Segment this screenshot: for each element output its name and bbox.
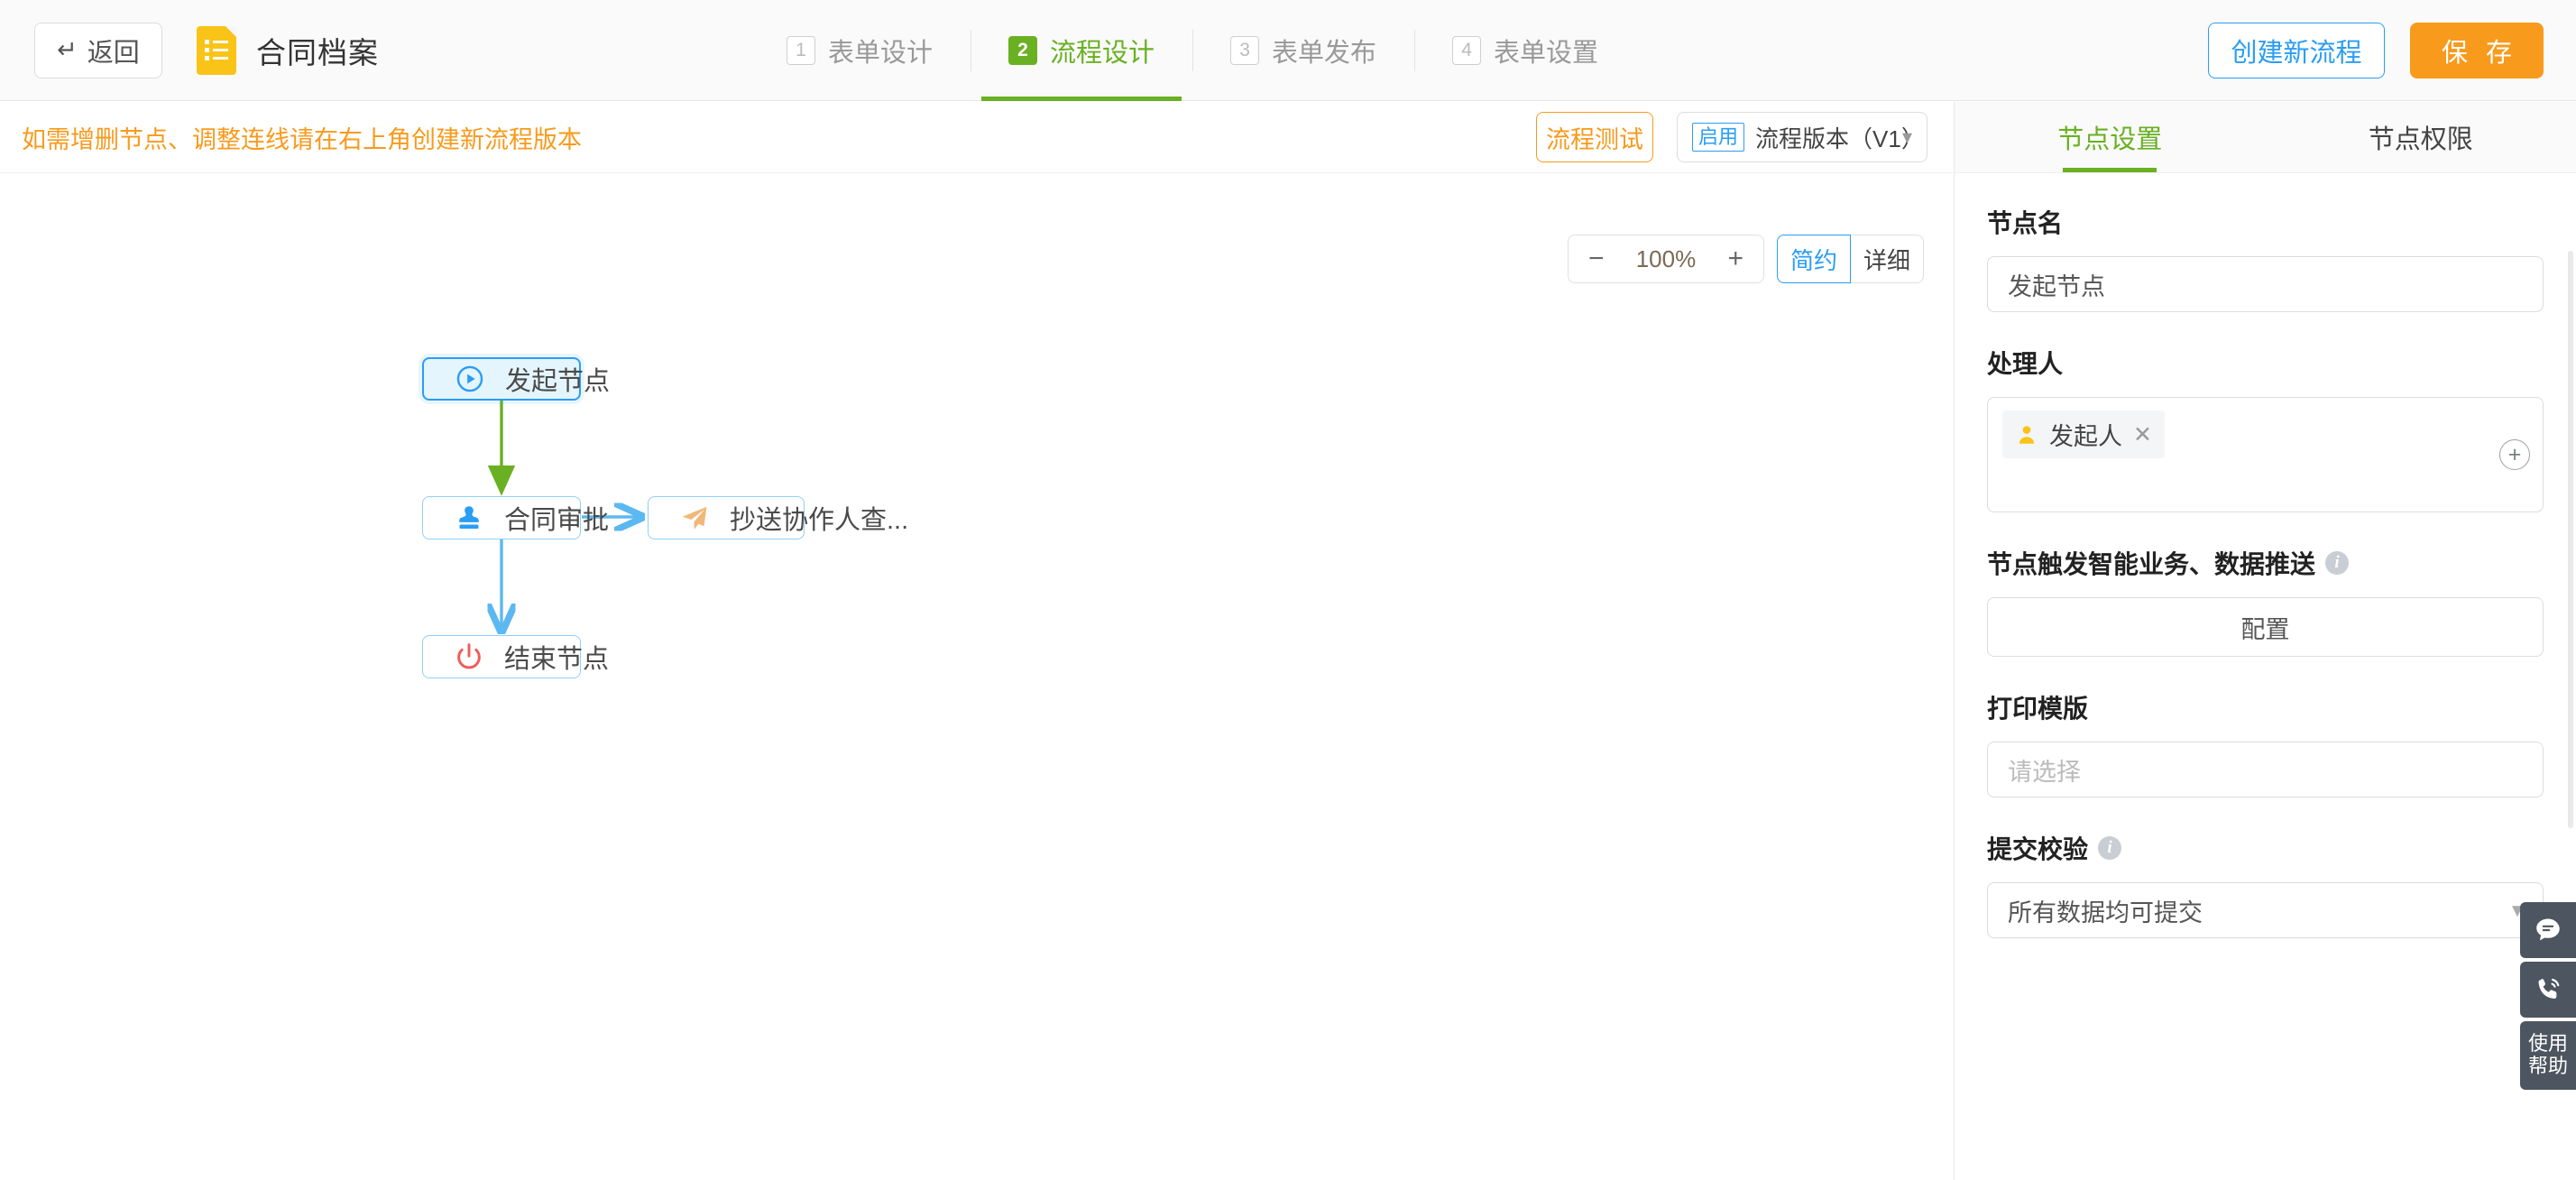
info-icon[interactable]: i [2098, 836, 2122, 860]
top-header: ↵ 返回 合同档案 1 表单设计 2 流程设计 3 表单发布 4 表单设置 创建… [0, 0, 2576, 101]
phone-widget-button[interactable] [2520, 962, 2576, 1018]
help-label-line2: 帮助 [2527, 1055, 2568, 1077]
phone-icon [2538, 978, 2560, 999]
trigger-label: 节点触发智能业务、数据推送 i [1987, 545, 2544, 581]
tab-form-design[interactable]: 1 表单设计 [749, 0, 971, 101]
step-label: 表单发布 [1272, 39, 1377, 68]
user-icon [2019, 425, 2035, 444]
sub-toolbar: 如需增删节点、调整连线请在右上角创建新流程版本 流程测试 启用 流程版本（V1）… [0, 102, 1953, 173]
back-arrow-icon: ↵ [57, 36, 78, 63]
zoom-in-button[interactable]: + [1727, 244, 1743, 273]
flow-edges [487, 400, 1953, 1180]
close-icon[interactable]: ✕ [2133, 421, 2152, 447]
node-name-input[interactable]: 发起节点 [1987, 256, 2544, 312]
paper-plane-icon [682, 506, 707, 530]
flow-node-start[interactable]: 发起节点 [422, 357, 610, 401]
floating-help-widgets: 使用 帮助 [2520, 902, 2576, 1093]
sub-toolbar-actions: 流程测试 启用 流程版本（V1） ▾ [1536, 112, 1927, 162]
version-label: 流程版本（V1） [1755, 124, 1925, 152]
back-button-label: 返回 [87, 38, 140, 68]
chat-widget-button[interactable] [2520, 902, 2576, 958]
step-number: 4 [1452, 36, 1482, 65]
flow-canvas[interactable]: − 100% + 简约 详细 发起节点 [0, 174, 1953, 1180]
canvas-controls: − 100% + 简约 详细 [1567, 235, 1924, 283]
stamp-icon [459, 506, 479, 530]
play-circle-icon [456, 365, 483, 392]
page-title: 合同档案 [256, 35, 379, 69]
flow-node-label: 结束节点 [504, 645, 610, 674]
submit-validation-select[interactable]: 所有数据均可提交 ▾ [1987, 882, 2544, 938]
document-icon [197, 25, 236, 75]
node-name-label: 节点名 [1987, 209, 2064, 237]
tab-form-settings[interactable]: 4 表单设置 [1414, 0, 1636, 101]
help-widget-button[interactable]: 使用 帮助 [2520, 1021, 2576, 1090]
handler-tag-label: 发起人 [2049, 423, 2122, 450]
handler-tag-box[interactable]: 发起人 ✕ + [1987, 397, 2544, 512]
flow-node-approval[interactable]: 合同审批 [422, 496, 609, 539]
print-template-select[interactable]: 请选择 [1987, 742, 2544, 797]
trigger-config-button[interactable]: 配置 [1987, 597, 2544, 657]
node-settings-panel: 节点设置 节点权限 节点名 发起节点 处理人 发起人 ✕ + 节点触发智能业务、… [1954, 102, 2576, 1180]
step-nav: 1 表单设计 2 流程设计 3 表单发布 4 表单设置 [749, 0, 1636, 101]
view-mode-simple[interactable]: 简约 [1776, 235, 1851, 283]
help-label-line1: 使用 [2527, 1032, 2568, 1056]
trigger-label-text: 节点触发智能业务、数据推送 [1987, 550, 2316, 578]
step-label: 流程设计 [1050, 39, 1155, 68]
plus-circle-icon[interactable]: + [2499, 439, 2530, 470]
info-icon[interactable]: i [2325, 551, 2350, 575]
handler-tag[interactable]: 发起人 ✕ [2002, 410, 2165, 458]
flow-node-cc[interactable]: 抄送协作人查... [648, 496, 908, 539]
step-number: 2 [1008, 36, 1038, 65]
step-label: 表单设置 [1494, 39, 1599, 68]
tab-node-permissions[interactable]: 节点权限 [2368, 125, 2473, 154]
print-template-label: 打印模版 [1987, 695, 2089, 723]
status-badge: 启用 [1692, 123, 1745, 152]
back-button[interactable]: ↵ 返回 [34, 22, 162, 78]
zoom-level: 100% [1635, 244, 1697, 272]
submit-validation-label: 提交校验 i [1987, 830, 2544, 866]
flow-version-select[interactable]: 启用 流程版本（V1） ▾ [1677, 112, 1927, 162]
chat-bubble-icon [2536, 918, 2560, 941]
notice-text: 如需增删节点、调整连线请在右上角创建新流程版本 [22, 125, 582, 153]
power-icon [457, 643, 481, 669]
panel-content: 节点名 发起节点 处理人 发起人 ✕ + 节点触发智能业务、数据推送 i 配置 … [1955, 173, 2576, 1180]
flow-node-label: 合同审批 [504, 506, 610, 535]
view-mode-toggle: 简约 详细 [1776, 235, 1924, 283]
handler-label: 处理人 [1987, 350, 2064, 378]
create-new-flow-button[interactable]: 创建新流程 [2208, 23, 2385, 78]
save-button[interactable]: 保 存 [2410, 23, 2544, 78]
panel-scrollbar[interactable] [2568, 251, 2573, 828]
panel-tab-bar: 节点设置 节点权限 [1955, 102, 2576, 173]
zoom-out-button[interactable]: − [1587, 244, 1605, 273]
flow-node-label: 发起节点 [505, 367, 611, 396]
flow-node-label: 抄送协作人查... [730, 506, 909, 535]
chevron-down-icon: ▾ [1901, 125, 1912, 148]
step-number: 1 [787, 36, 815, 65]
zoom-control: − 100% + [1567, 235, 1764, 283]
submit-validation-value: 所有数据均可提交 [2008, 899, 2203, 926]
flow-node-end[interactable]: 结束节点 [422, 635, 609, 678]
step-number: 3 [1230, 36, 1260, 65]
header-actions: 创建新流程 保 存 [2208, 0, 2544, 101]
flow-test-button[interactable]: 流程测试 [1536, 112, 1653, 162]
tab-flow-design[interactable]: 2 流程设计 [971, 0, 1192, 101]
step-label: 表单设计 [828, 39, 934, 68]
view-mode-detail[interactable]: 详细 [1850, 235, 1924, 283]
chevron-down-icon: ▾ [2511, 898, 2523, 923]
submit-validation-label-text: 提交校验 [1987, 835, 2089, 863]
tab-form-publish[interactable]: 3 表单发布 [1192, 0, 1414, 101]
tab-node-settings[interactable]: 节点设置 [1955, 102, 2266, 172]
